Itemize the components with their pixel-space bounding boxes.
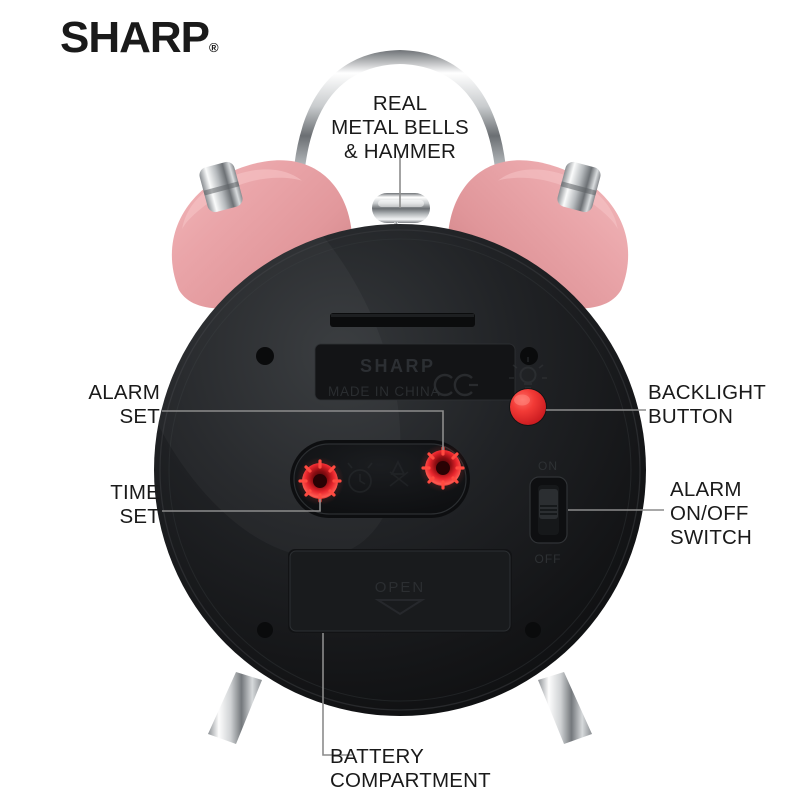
callout-alarm-on-off-switch: ALARM ON/OFF SWITCH (670, 478, 753, 550)
open-arrow-icon (374, 599, 426, 616)
alarm-set-dial[interactable] (419, 444, 467, 492)
leader-lines (162, 155, 664, 756)
leader-time-set (162, 499, 321, 512)
callout-backlight-button: BACKLIGHT BUTTON (648, 381, 766, 429)
clock-body: SHARP MADE IN CHINA (154, 224, 646, 716)
callout-time-set: TIME SET (110, 481, 160, 529)
embossed-origin-text: MADE IN CHINA (328, 384, 440, 399)
registered-trademark-icon: ® (209, 40, 219, 55)
screw-hole-left (256, 347, 274, 365)
body-label-plate: SHARP MADE IN CHINA (314, 343, 516, 401)
bell-bolt-right (557, 161, 601, 213)
battery-door-open-label: OPEN (375, 579, 426, 596)
battery-compartment-door[interactable]: OPEN (288, 549, 512, 633)
foot-left (208, 672, 262, 744)
clock-emboss-icon (389, 459, 409, 487)
embossed-brand-text: SHARP (360, 356, 436, 376)
clock-feet (208, 672, 592, 744)
screw-hole-bottom-right (525, 622, 541, 638)
switch-off-label: OFF (535, 552, 562, 566)
foot-right (538, 672, 592, 744)
backlight-button[interactable] (509, 388, 547, 426)
bell-bolt-left (199, 161, 243, 213)
time-set-dial[interactable] (296, 457, 344, 505)
leader-alarm-set (162, 410, 444, 450)
sharp-logo: SHARP® (60, 16, 219, 60)
screw-hole-right (520, 347, 538, 365)
screw-hole-bottom-left (257, 622, 273, 638)
leader-battery (322, 633, 352, 756)
alarm-bell-emboss-icon (347, 462, 373, 493)
switch-on-label: ON (538, 459, 558, 473)
callout-real-metal-bells-and-hammer: REAL METAL BELLS & HAMMER (331, 92, 469, 164)
alarm-on-off-switch[interactable]: ON OFF (529, 459, 568, 566)
callout-alarm-set: ALARM SET (88, 381, 160, 429)
bell-right (448, 160, 629, 311)
sharp-logo-text: SHARP (60, 13, 210, 62)
light-bulb-icon (509, 357, 547, 389)
callout-battery-compartment: BATTERY COMPARTMENT (330, 745, 491, 793)
ce-mark-icon (433, 373, 478, 397)
